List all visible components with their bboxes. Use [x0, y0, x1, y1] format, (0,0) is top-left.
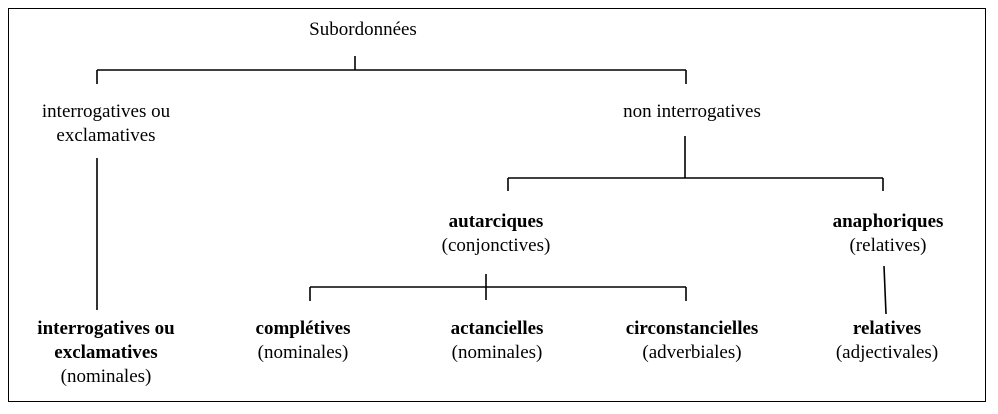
leaf-interrogatives-ou-exclamatives: interrogatives ou exclamatives (nominale…: [37, 317, 174, 389]
relatives-subtitle: (adjectivales): [835, 342, 939, 363]
leaf-interrogatives-line2: exclamatives: [54, 342, 158, 363]
actancielles-title: actancielles: [450, 318, 544, 339]
interrogatives-line1: interrogatives ou: [41, 101, 171, 122]
actancielles-subtitle: (nominales): [451, 342, 543, 363]
leaf-circonstancielles: circonstancielles (adverbiales): [626, 317, 759, 365]
circonstancielles-subtitle: (adverbiales): [642, 342, 742, 363]
leaf-interrogatives-line1: interrogatives ou: [37, 318, 175, 339]
root-label: Subordonnées: [309, 19, 417, 40]
diagram-frame: [8, 8, 986, 402]
anaphoriques-subtitle: (relatives): [849, 235, 927, 256]
autarciques-subtitle: (conjonctives): [441, 235, 551, 256]
node-autarciques: autarciques (conjonctives): [442, 210, 551, 258]
node-anaphoriques: anaphoriques (relatives): [833, 210, 944, 258]
leaf-actancielles: actancielles (nominales): [451, 317, 544, 365]
anaphoriques-title: anaphoriques: [832, 211, 944, 232]
anaphoriques-stem: [883, 265, 887, 315]
leaf-interrogatives-line3: (nominales): [60, 366, 152, 387]
interrogatives-line2: exclamatives: [56, 125, 156, 146]
node-subordonnees: Subordonnées: [309, 18, 417, 42]
leaf-completives: complétives (nominales): [256, 317, 351, 365]
node-interrogatives-ou-exclamatives: interrogatives ou exclamatives: [42, 100, 170, 148]
leaf-relatives: relatives (adjectivales): [836, 317, 938, 365]
circonstancielles-title: circonstancielles: [625, 318, 759, 339]
non-interrogatives-label: non interrogatives: [623, 101, 761, 122]
completives-title: complétives: [255, 318, 351, 339]
completives-subtitle: (nominales): [257, 342, 349, 363]
node-non-interrogatives: non interrogatives: [623, 100, 761, 124]
autarciques-title: autarciques: [448, 211, 544, 232]
relatives-title: relatives: [852, 318, 922, 339]
